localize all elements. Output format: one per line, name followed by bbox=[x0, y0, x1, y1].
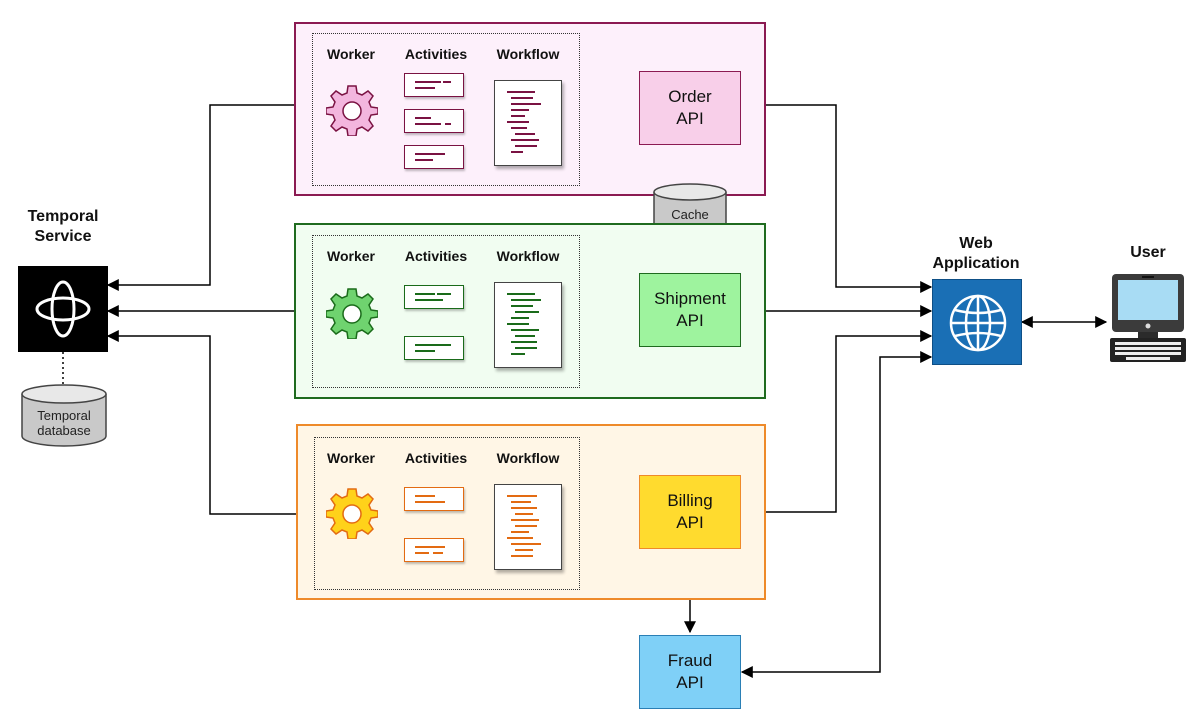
shipment-activity-card bbox=[404, 285, 464, 309]
web-fraud-connector bbox=[740, 351, 933, 678]
web-billing-connector bbox=[740, 330, 933, 518]
temporal-service-node[interactable] bbox=[18, 266, 108, 352]
billing-gear-icon bbox=[326, 488, 378, 539]
fraud-api-node[interactable]: Fraud API bbox=[639, 635, 741, 709]
order-worker-header: Worker bbox=[327, 46, 375, 62]
billing-activity-card bbox=[404, 538, 464, 562]
web-application-node[interactable] bbox=[932, 279, 1022, 365]
temporal-database-icon bbox=[21, 384, 107, 447]
order-activities-header: Activities bbox=[404, 46, 468, 62]
order-activity-card bbox=[404, 109, 464, 133]
order-gear-icon bbox=[326, 85, 378, 136]
shipment-activities-header: Activities bbox=[404, 248, 468, 264]
shipment-workflow-document bbox=[494, 282, 562, 368]
order-worker-group bbox=[312, 33, 580, 186]
user-computer-icon[interactable] bbox=[1108, 272, 1188, 364]
shipment-activity-card bbox=[404, 336, 464, 360]
shipment-gear-icon bbox=[326, 288, 378, 339]
temporal-database-label: Temporal database bbox=[37, 408, 91, 438]
billing-activity-card bbox=[404, 487, 464, 511]
order-workflow-document bbox=[494, 80, 562, 166]
billing-workflow-document bbox=[494, 484, 562, 570]
temporal-order-connector bbox=[106, 99, 310, 291]
globe-icon bbox=[949, 294, 1007, 352]
shipment-worker-group bbox=[312, 235, 580, 388]
web-application-label: Web Application bbox=[932, 235, 1020, 272]
order-activity-card bbox=[404, 73, 464, 97]
billing-activities-header: Activities bbox=[404, 450, 468, 466]
shipment-api-node[interactable]: Shipment API bbox=[639, 273, 741, 347]
temporal-logo-icon bbox=[35, 280, 91, 338]
billing-worker-group bbox=[314, 437, 580, 590]
web-order-connector bbox=[740, 99, 933, 293]
order-workflow-header: Workflow bbox=[496, 46, 560, 62]
temporal-billing-connector bbox=[106, 330, 310, 520]
billing-workflow-header: Workflow bbox=[496, 450, 560, 466]
billing-worker-header: Worker bbox=[327, 450, 375, 466]
order-api-node[interactable]: Order API bbox=[639, 71, 741, 145]
shipment-worker-header: Worker bbox=[327, 248, 375, 264]
temporal-service-label: Temporal Service bbox=[27, 208, 99, 245]
shipment-workflow-header: Workflow bbox=[496, 248, 560, 264]
cache-label: Cache bbox=[671, 207, 709, 222]
user-label: User bbox=[1130, 244, 1166, 261]
order-activity-card bbox=[404, 145, 464, 169]
billing-api-node[interactable]: Billing API bbox=[639, 475, 741, 549]
